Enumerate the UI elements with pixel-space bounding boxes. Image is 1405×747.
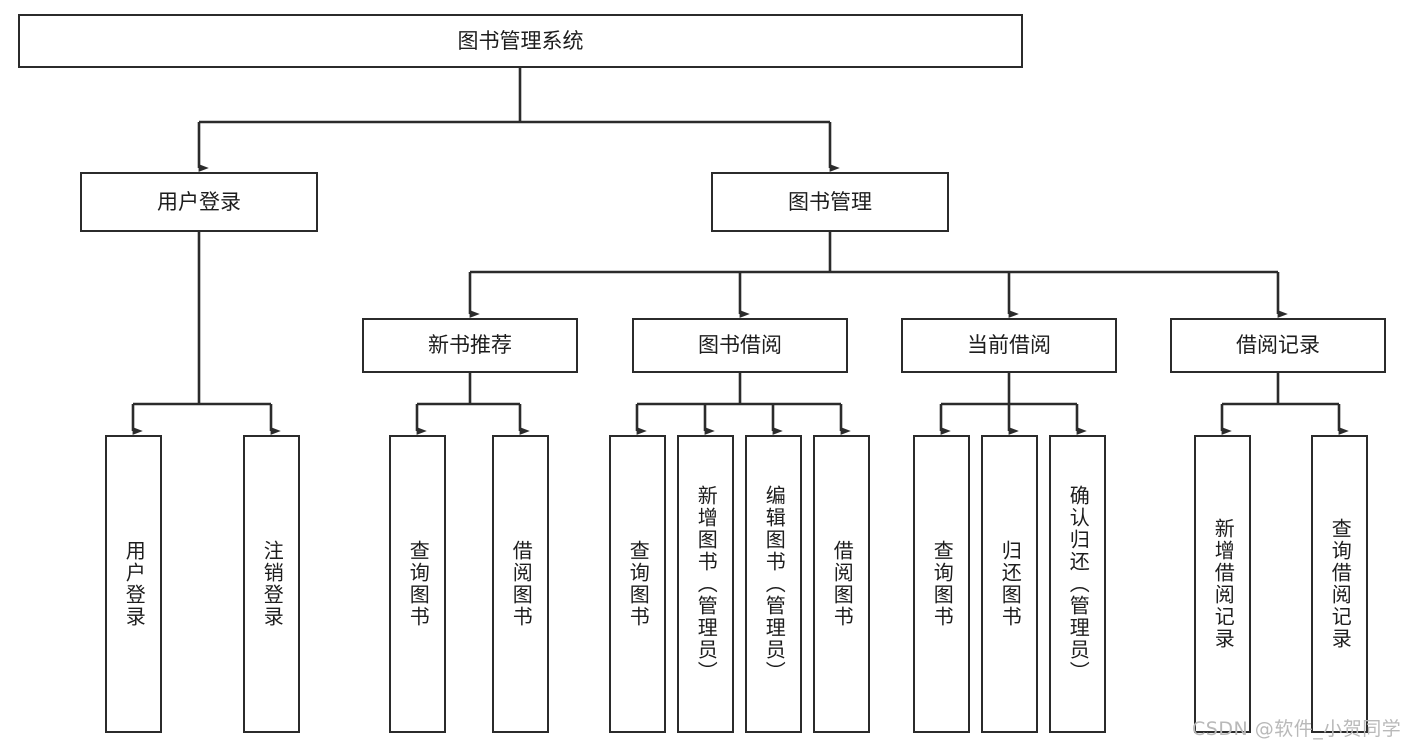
leaf-edit-book-admin[interactable]: 编辑图书（管理员） — [745, 435, 802, 733]
leaf-query-borrow-record[interactable]: 查询借阅记录 — [1311, 435, 1368, 733]
leaf-add-book-admin[interactable]: 新增图书（管理员） — [677, 435, 734, 733]
node-root-system[interactable]: 图书管理系统 — [18, 14, 1023, 68]
leaf-query-book-current[interactable]: 查询图书 — [913, 435, 970, 733]
leaf-user-login[interactable]: 用户登录 — [105, 435, 162, 733]
leaf-borrow-book-recommend[interactable]: 借阅图书 — [492, 435, 549, 733]
node-current-borrow[interactable]: 当前借阅 — [901, 318, 1117, 373]
leaf-confirm-return-admin[interactable]: 确认归还（管理员） — [1049, 435, 1106, 733]
node-book-borrow[interactable]: 图书借阅 — [632, 318, 848, 373]
leaf-add-borrow-record[interactable]: 新增借阅记录 — [1194, 435, 1251, 733]
node-user-login[interactable]: 用户登录 — [80, 172, 318, 232]
node-new-book-recommend[interactable]: 新书推荐 — [362, 318, 578, 373]
leaf-logout-login[interactable]: 注销登录 — [243, 435, 300, 733]
node-borrow-record[interactable]: 借阅记录 — [1170, 318, 1386, 373]
watermark-text: CSDN @软件_小贺同学 — [1192, 718, 1402, 740]
leaf-query-book-recommend[interactable]: 查询图书 — [389, 435, 446, 733]
leaf-borrow-book[interactable]: 借阅图书 — [813, 435, 870, 733]
node-book-management[interactable]: 图书管理 — [711, 172, 949, 232]
leaf-query-book-borrow[interactable]: 查询图书 — [609, 435, 666, 733]
leaf-return-book[interactable]: 归还图书 — [981, 435, 1038, 733]
